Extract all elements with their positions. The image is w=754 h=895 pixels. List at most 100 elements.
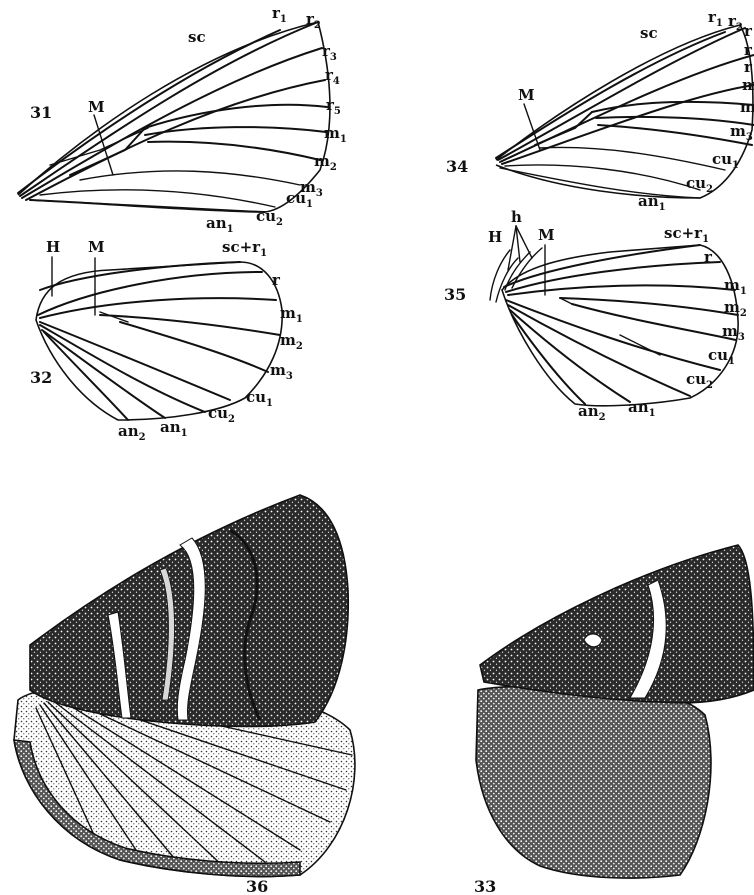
label-cu1: cu bbox=[286, 189, 306, 207]
label-cu2: cu bbox=[686, 370, 706, 388]
label-sc: sc bbox=[640, 24, 658, 42]
svg-text:m3: m3 bbox=[270, 361, 293, 382]
label-r: r bbox=[704, 248, 713, 266]
label-r3: r bbox=[744, 22, 753, 40]
label-an2-sub: 2 bbox=[599, 412, 606, 423]
label-m3-sub: 3 bbox=[316, 188, 323, 199]
svg-text:r2: r2 bbox=[306, 10, 321, 31]
label-r2-sub: 2 bbox=[314, 20, 321, 31]
label-m2-sub: 2 bbox=[296, 341, 303, 352]
svg-text:cu2: cu2 bbox=[686, 174, 713, 195]
label-m3-sub: 3 bbox=[286, 371, 293, 382]
figure-number-31: 31 bbox=[30, 103, 52, 122]
svg-text:m3: m3 bbox=[722, 322, 745, 343]
label-r5-sub: 5 bbox=[334, 106, 341, 117]
label-r: r bbox=[272, 271, 281, 289]
svg-text:cu2: cu2 bbox=[256, 207, 283, 228]
label-m2: m bbox=[740, 98, 754, 116]
figure-number-32: 32 bbox=[30, 368, 52, 387]
label-m1-sub: 1 bbox=[340, 134, 347, 145]
svg-text:r1: r1 bbox=[272, 4, 287, 25]
svg-text:r5: r5 bbox=[326, 96, 341, 117]
label-r1-sub: 1 bbox=[716, 18, 723, 29]
label-r2-sub: 2 bbox=[736, 22, 743, 33]
label-r4: r bbox=[744, 41, 753, 59]
label-M: M bbox=[538, 226, 555, 244]
label-m2-sub: 2 bbox=[330, 162, 337, 173]
svg-text:cu1: cu1 bbox=[246, 388, 273, 409]
svg-text:an1: an1 bbox=[206, 214, 234, 235]
label-an1: an bbox=[638, 192, 659, 210]
svg-text:sc+r1: sc+r1 bbox=[664, 224, 709, 245]
label-sc-r1: sc+r bbox=[664, 224, 703, 242]
label-m2: m bbox=[724, 298, 740, 316]
svg-text:m1: m1 bbox=[280, 304, 303, 325]
svg-text:m2: m2 bbox=[280, 331, 303, 352]
label-sc: sc bbox=[188, 28, 206, 46]
label-cu2-sub: 2 bbox=[228, 414, 235, 425]
svg-text:r3: r3 bbox=[322, 42, 337, 63]
svg-text:r1: r1 bbox=[708, 8, 723, 29]
label-an1-sub: 1 bbox=[227, 224, 234, 235]
label-an1-sub: 1 bbox=[659, 202, 666, 213]
forewing-33 bbox=[480, 545, 754, 703]
label-cu1: cu bbox=[712, 150, 732, 168]
label-cu1: cu bbox=[246, 388, 266, 406]
svg-text:m2: m2 bbox=[314, 152, 337, 173]
figure-31-forewing: 31 sc M r1 r2 r3 r4 r5 m1 m2 m3 cu1 cu2 … bbox=[18, 4, 347, 235]
label-an1: an bbox=[628, 398, 649, 416]
label-sc-r1-sub: 1 bbox=[702, 234, 709, 245]
label-r3-sub: 3 bbox=[330, 52, 337, 63]
label-cu1-sub: 1 bbox=[306, 199, 313, 210]
label-r1-sub: 1 bbox=[280, 14, 287, 25]
label-an1: an bbox=[206, 214, 227, 232]
label-m1: m bbox=[324, 124, 340, 142]
label-M: M bbox=[88, 238, 105, 256]
figure-number-35: 35 bbox=[444, 285, 466, 304]
label-m3-sub: 3 bbox=[738, 332, 745, 343]
svg-text:m1: m1 bbox=[324, 124, 347, 145]
label-h: h bbox=[511, 208, 522, 226]
figure-number-36: 36 bbox=[246, 877, 268, 895]
label-cu2-sub: 2 bbox=[706, 184, 713, 195]
svg-text:m2: m2 bbox=[724, 298, 747, 319]
label-m1-sub: 1 bbox=[740, 286, 747, 297]
label-an2: an bbox=[578, 402, 599, 420]
label-m1: m bbox=[742, 76, 754, 94]
figure-number-34: 34 bbox=[446, 157, 468, 176]
label-an2-sub: 2 bbox=[139, 432, 146, 443]
svg-text:cu1: cu1 bbox=[708, 346, 735, 367]
label-cu1-sub: 1 bbox=[728, 356, 735, 367]
label-m3: m bbox=[270, 361, 286, 379]
label-sc-r1-sub: 1 bbox=[260, 248, 267, 259]
svg-text:an1: an1 bbox=[628, 398, 656, 419]
label-an1: an bbox=[160, 418, 181, 436]
label-H: H bbox=[488, 228, 502, 246]
label-sc-r1: sc+r bbox=[222, 238, 261, 256]
label-m2-sub: 2 bbox=[740, 308, 747, 319]
label-cu1: cu bbox=[708, 346, 728, 364]
label-cu1-sub: 1 bbox=[732, 160, 739, 171]
label-m1-sub: 1 bbox=[296, 314, 303, 325]
hindwing-33 bbox=[476, 686, 711, 878]
label-r4-sub: 4 bbox=[333, 76, 340, 87]
label-H: H bbox=[46, 238, 60, 256]
figure-35-hindwing: 35 H h M sc+r1 r m1 m2 m3 cu1 cu2 an1 an… bbox=[444, 208, 747, 423]
svg-text:m1: m1 bbox=[724, 276, 747, 297]
label-cu2-sub: 2 bbox=[706, 380, 713, 391]
label-m3: m bbox=[730, 122, 746, 140]
svg-text:r2: r2 bbox=[728, 12, 743, 33]
svg-text:an2: an2 bbox=[118, 422, 146, 443]
label-m2: m bbox=[280, 331, 296, 349]
label-an2: an bbox=[118, 422, 139, 440]
figure-36-specimen: 36 bbox=[14, 495, 355, 895]
label-M: M bbox=[88, 98, 105, 116]
label-cu2-sub: 2 bbox=[276, 217, 283, 228]
figure-34-forewing: 34 sc M r1 r2 r r r m m m3 cu1 cu2 an1 bbox=[446, 8, 754, 213]
svg-text:cu2: cu2 bbox=[686, 370, 713, 391]
label-an1-sub: 1 bbox=[649, 408, 656, 419]
figure-number-33: 33 bbox=[474, 877, 496, 895]
label-m1: m bbox=[280, 304, 296, 322]
label-cu2: cu bbox=[256, 207, 276, 225]
